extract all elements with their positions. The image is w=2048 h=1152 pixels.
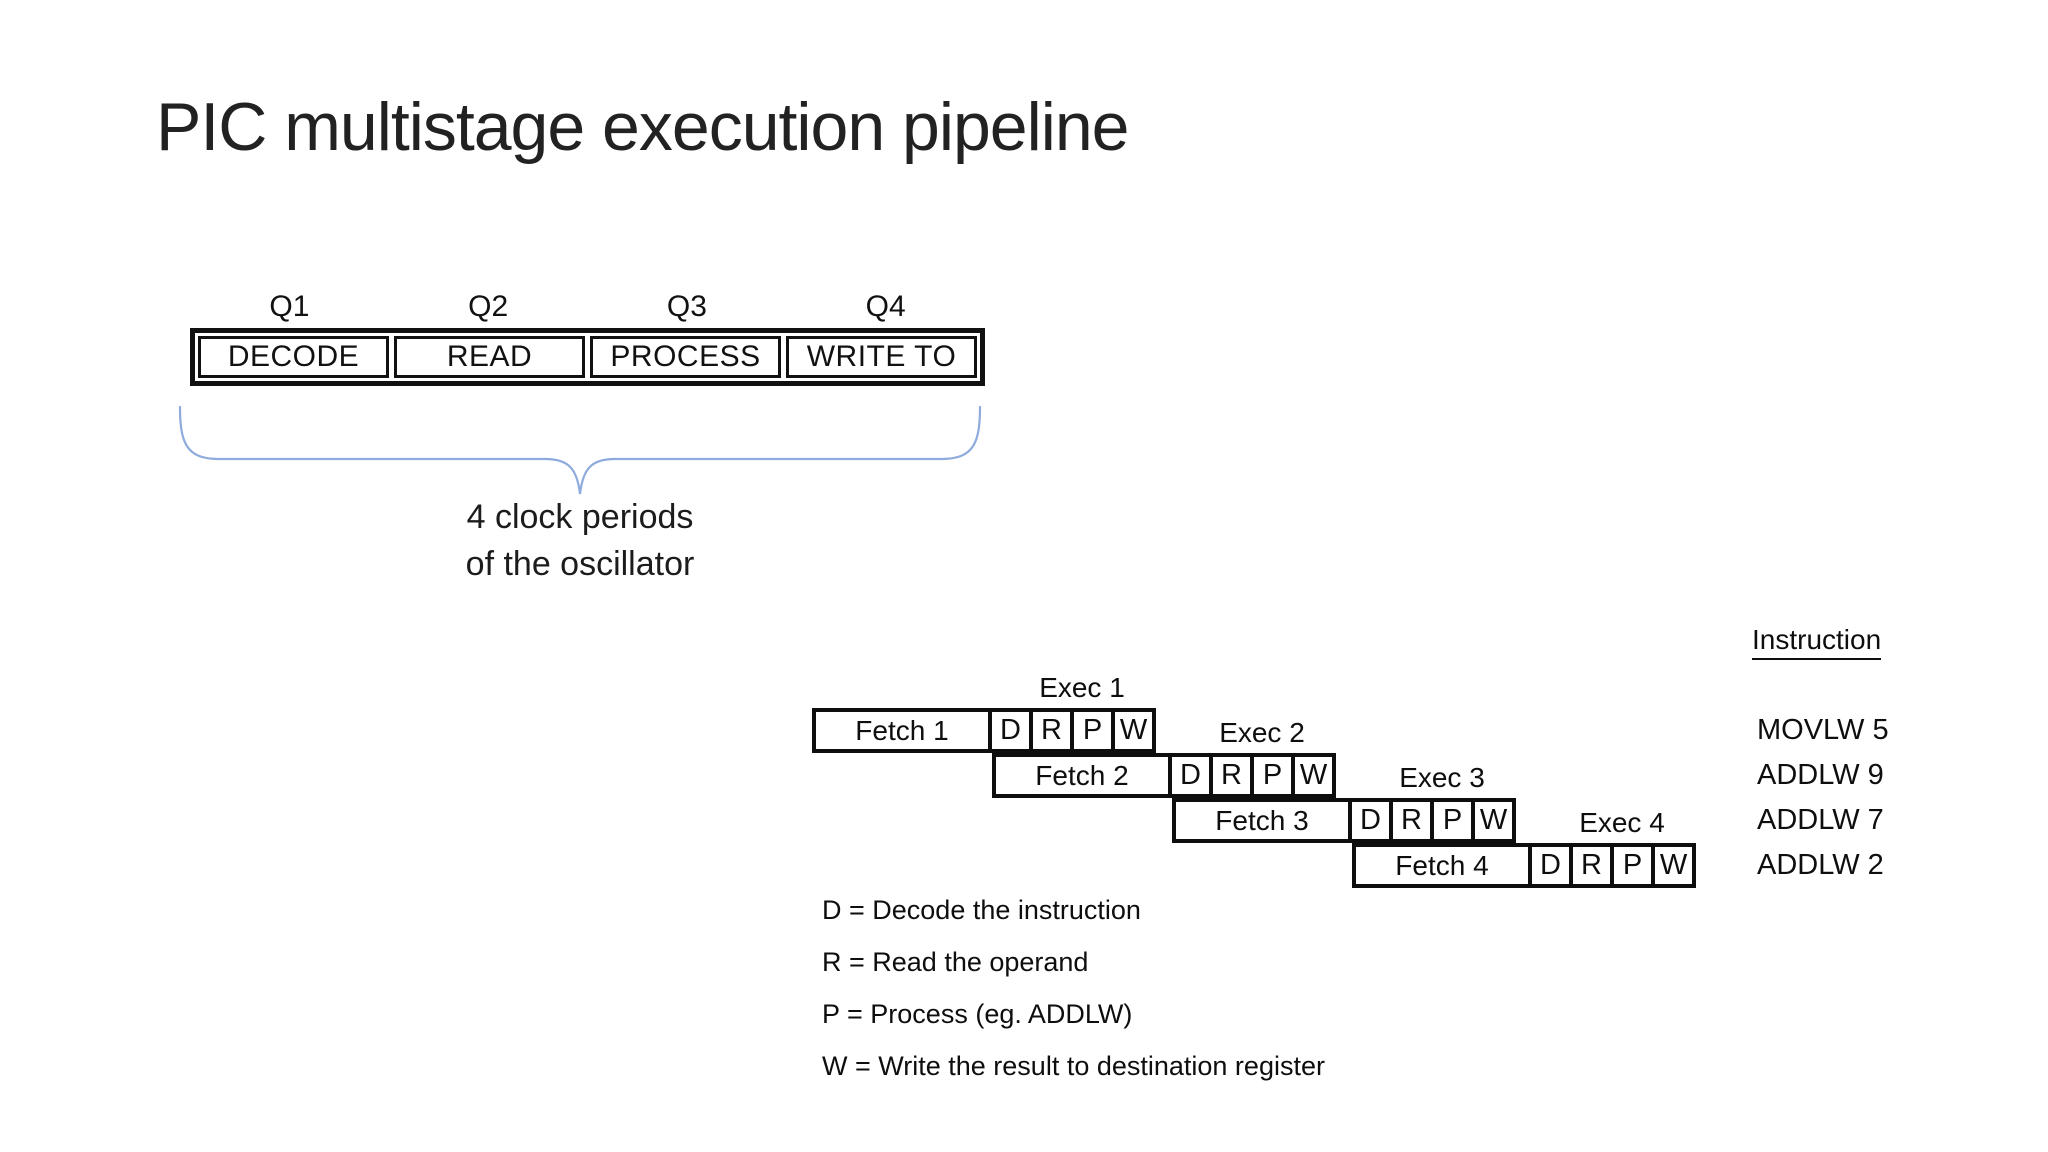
stage-cell-4-w: W [1651,843,1696,888]
stage-cell-1-p: P [1070,708,1115,753]
instruction-item-1: MOVLW 5 [1757,714,1889,746]
exec-label-3: Exec 3 [1399,762,1485,793]
fetch-box-4: Fetch 4 [1352,843,1532,888]
clock-caption-line1: 4 clock periods [466,498,694,536]
stage-cell-1-r: R [1029,708,1074,753]
clock-stage-cell-read: READ [394,336,585,378]
fetch-box-3: Fetch 3 [1172,798,1352,843]
stage-cell-3-p: P [1430,798,1475,843]
clock-stage-cell-process: PROCESS [590,336,781,378]
stage-cell-2-r: R [1209,753,1254,798]
instruction-item-4: ADDLW 2 [1757,849,1884,881]
clock-stage-cell-decode: DECODE [198,336,389,378]
pipeline-legend: D = Decode the instruction R = Read the … [822,884,1325,1092]
curly-brace-shape [178,405,982,495]
stage-cell-2-p: P [1250,753,1295,798]
stage-cell-4-d: D [1528,843,1573,888]
stage-cell-1-d: D [988,708,1033,753]
instruction-item-3: ADDLW 7 [1757,804,1884,836]
stage-cell-4-p: P [1610,843,1655,888]
stage-cell-4-r: R [1569,843,1614,888]
stage-cell-3-d: D [1348,798,1393,843]
exec-label-4: Exec 4 [1579,807,1665,838]
instruction-column-header: Instruction [1752,624,1882,660]
clock-phase-label-q2: Q2 [468,290,509,323]
pipeline-row-1: Fetch 1 D R P W [812,708,1156,753]
instruction-item-2: ADDLW 9 [1757,759,1884,791]
pipeline-row-4: Fetch 4 D R P W [1352,843,1696,888]
clock-caption: 4 clock periods of the oscillator [380,494,780,588]
stage-cell-3-w: W [1471,798,1516,843]
clock-phase-label-q4: Q4 [865,290,906,323]
clock-stage-cell-write: WRITE TO [786,336,977,378]
clock-phase-label-q1: Q1 [269,290,310,323]
clock-caption-line2: of the oscillator [465,545,695,583]
slide-title: PIC multistage execution pipeline [156,89,1129,165]
stage-cell-2-d: D [1168,753,1213,798]
exec-label-1: Exec 1 [1039,672,1125,703]
legend-line-w: W = Write the result to destination regi… [822,1051,1325,1081]
clock-phase-label-q3: Q3 [666,290,707,323]
legend-line-p: P = Process (eg. ADDLW) [822,999,1133,1029]
stage-cell-1-w: W [1111,708,1156,753]
fetch-box-2: Fetch 2 [992,753,1172,798]
clock-stage-frame: DECODE READ PROCESS WRITE TO [190,328,985,386]
stage-cell-2-w: W [1291,753,1336,798]
pipeline-row-2: Fetch 2 D R P W [992,753,1336,798]
fetch-box-1: Fetch 1 [812,708,992,753]
legend-line-r: R = Read the operand [822,947,1089,977]
legend-line-d: D = Decode the instruction [822,895,1141,925]
clock-phase-labels: Q1 Q2 Q3 Q4 [190,290,985,326]
pipeline-row-3: Fetch 3 D R P W [1172,798,1516,843]
stage-cell-3-r: R [1389,798,1434,843]
exec-label-2: Exec 2 [1219,717,1305,748]
